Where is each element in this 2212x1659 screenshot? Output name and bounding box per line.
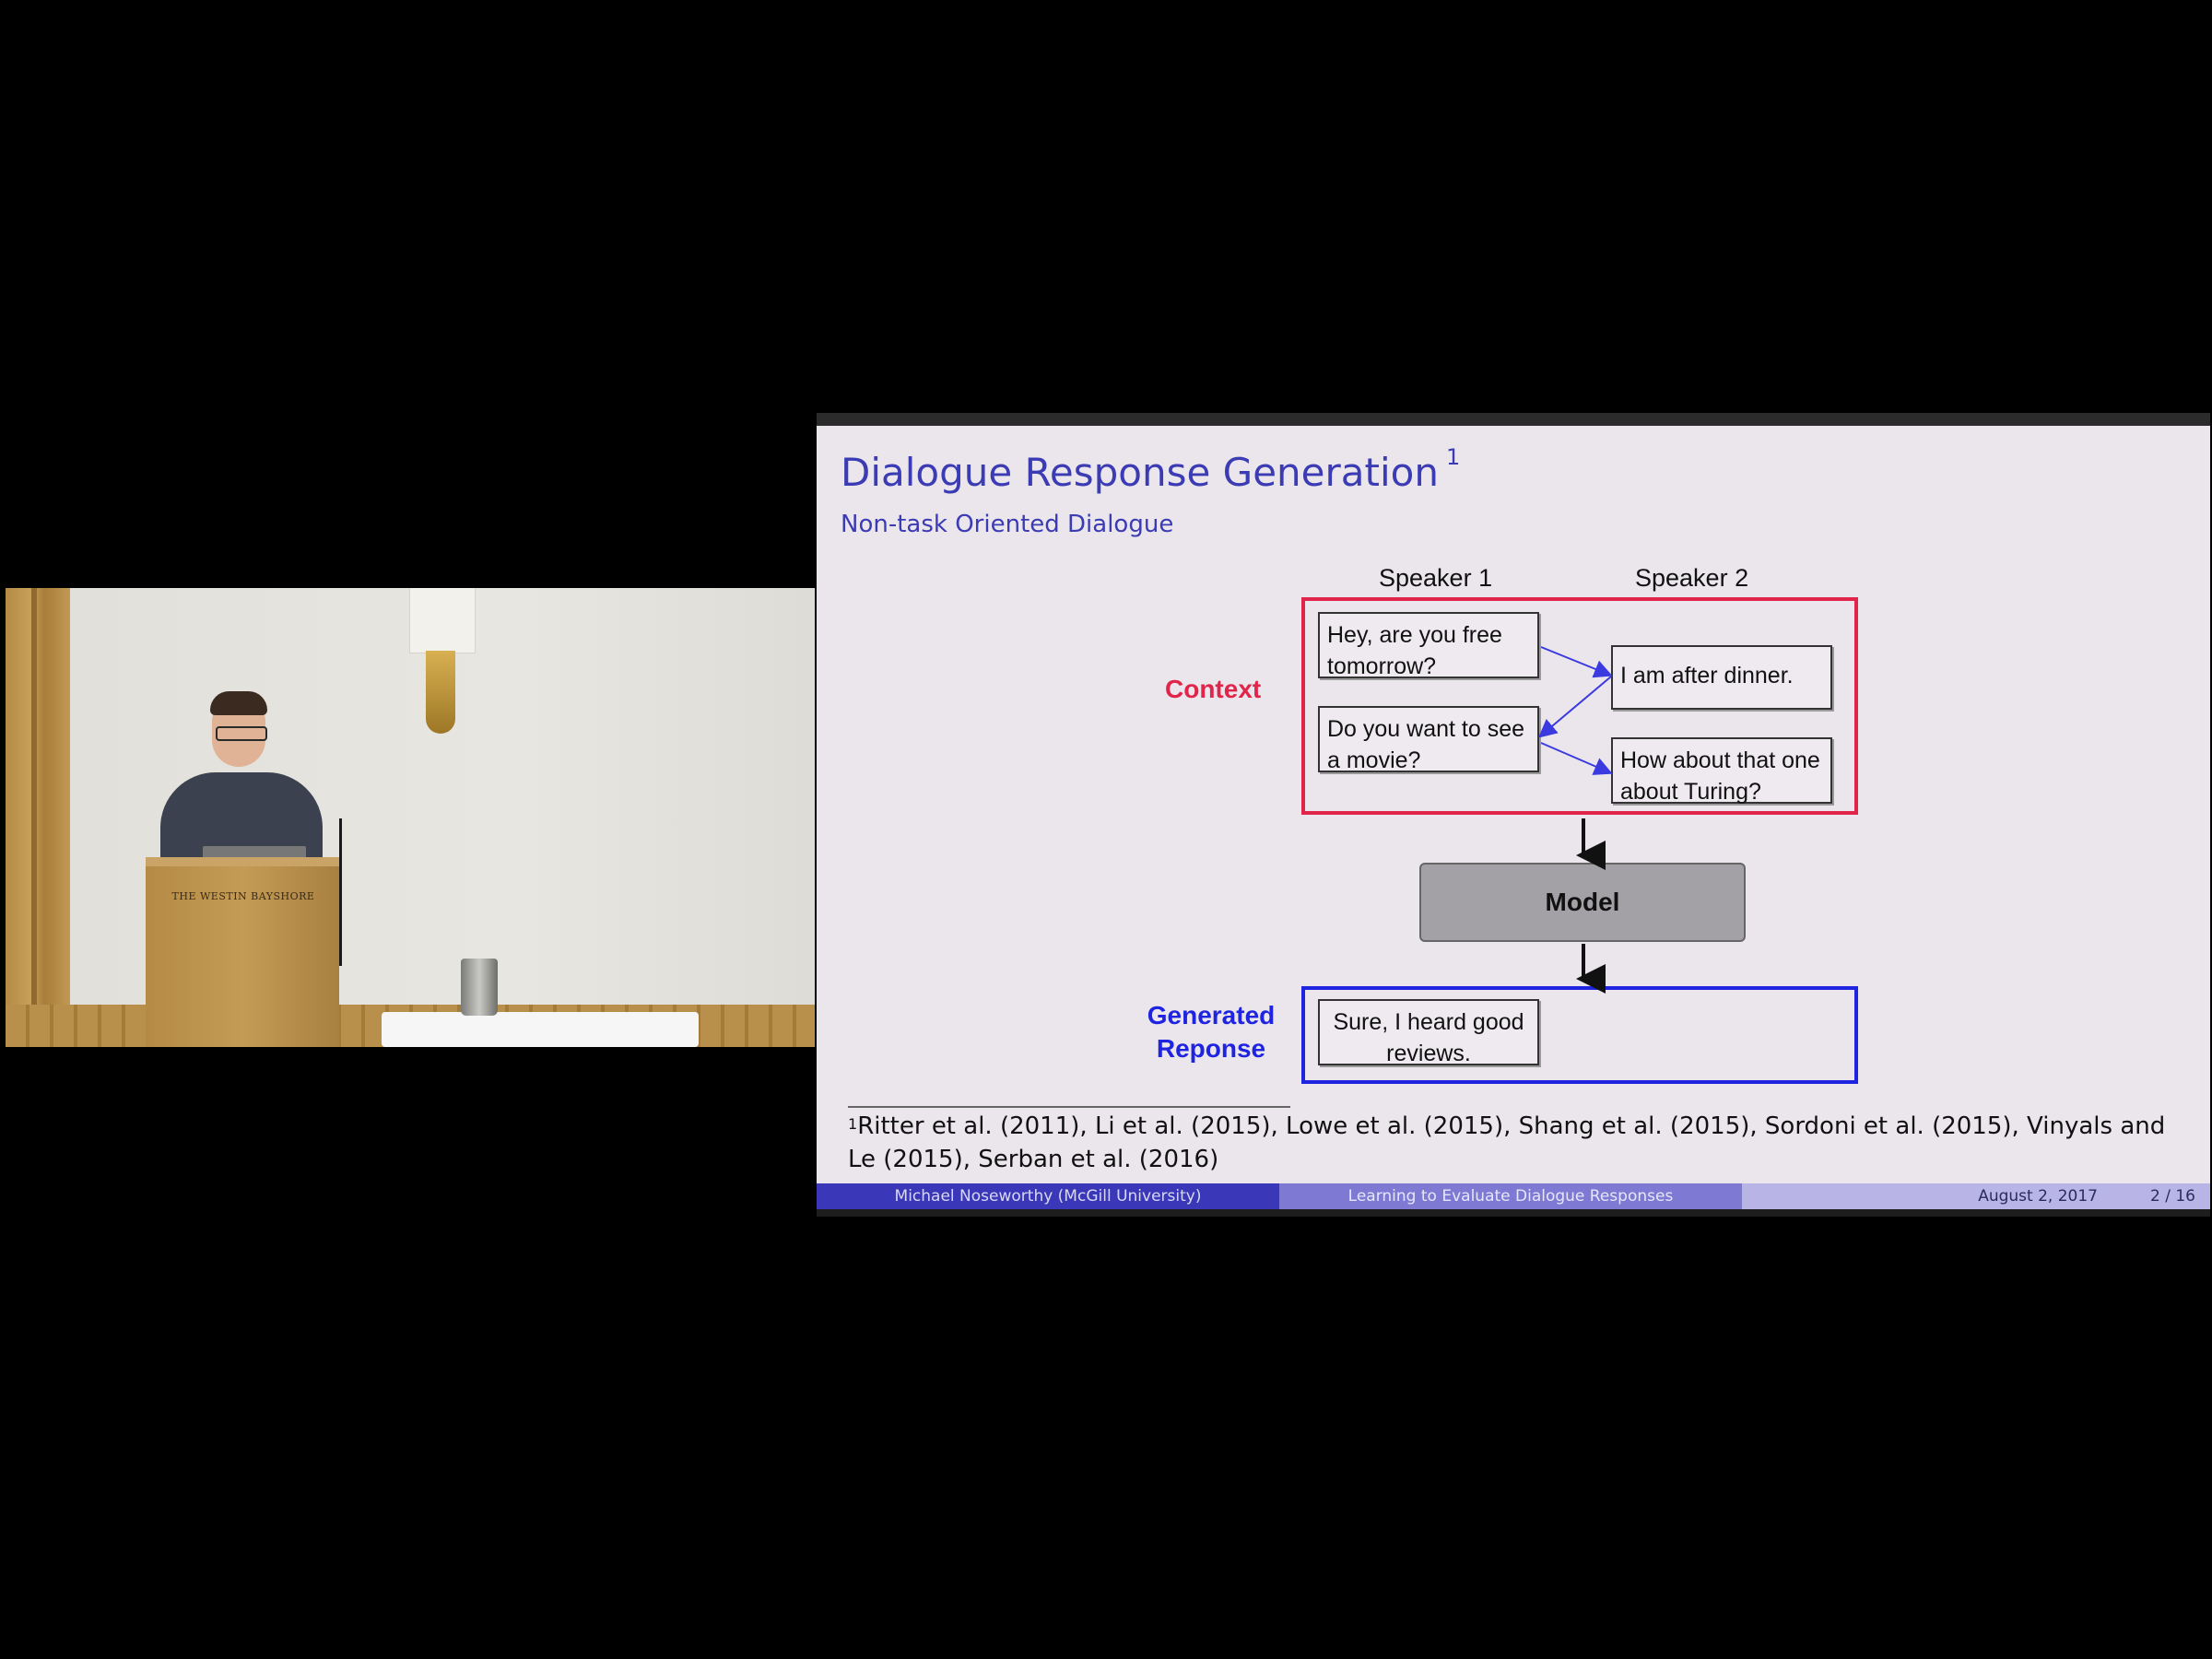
footer-talk-title: Learning to Evaluate Dialogue Responses [1279,1183,1742,1209]
speaker1-label: Speaker 1 [1379,564,1493,592]
laptop [203,846,306,859]
slide-subtitle: Non-task Oriented Dialogue [841,511,1174,538]
footer-page-number: 2 / 16 [2150,1187,2195,1206]
context-label: Context [1165,675,1262,703]
speaker-video: THE WESTIN BAYSHORE [6,588,815,1047]
title-footnote-mark: 1 [1445,444,1461,470]
presenter-hair [210,691,267,715]
footer-author: Michael Noseworthy (McGill University) [817,1183,1279,1209]
context-frame [1301,597,1858,815]
speaker2-message-1: I am after dinner. [1611,645,1832,710]
water-pitcher [461,959,498,1016]
podium [146,866,339,1047]
video-wall-lamp [409,588,476,653]
video-wood-panel [6,588,70,1047]
slide-bottom-bar [817,1209,2210,1217]
footnote-text: Ritter et al. (2011), Li et al. (2015), … [848,1112,2166,1173]
video-wall-lamp-arm [426,651,455,734]
footer-date: August 2, 2017 [1978,1187,2098,1206]
microphone-stand [339,818,342,966]
generated-response-label: Generated Reponse [1145,999,1277,1065]
footer-right: August 2, 2017 2 / 16 [1742,1183,2210,1209]
podium-logo-text: THE WESTIN BAYSHORE [171,890,315,902]
speaker2-label: Speaker 2 [1635,564,1749,592]
slide-footer: Michael Noseworthy (McGill University) L… [817,1183,2210,1209]
generated-response-message: Sure, I heard good reviews. [1318,999,1539,1066]
footnote-mark: 1 [848,1115,858,1133]
speaker2-message-2: How about that one about Turing? [1611,737,1832,805]
footnote-rule [848,1106,1290,1108]
footnote: 1Ritter et al. (2011), Li et al. (2015),… [848,1110,2175,1176]
presenter-glasses [216,726,267,741]
slide-top-bar [817,413,2210,426]
model-box: Model [1419,863,1746,942]
generated-label-line1: Generated [1147,1001,1276,1030]
side-table [382,1012,699,1047]
generated-label-line2: Reponse [1156,1034,1266,1063]
speaker1-message-1: Hey, are you free tomorrow? [1318,612,1539,679]
speaker1-message-2: Do you want to see a movie? [1318,706,1539,773]
slide-title-text: Dialogue Response Generation [841,450,1439,495]
